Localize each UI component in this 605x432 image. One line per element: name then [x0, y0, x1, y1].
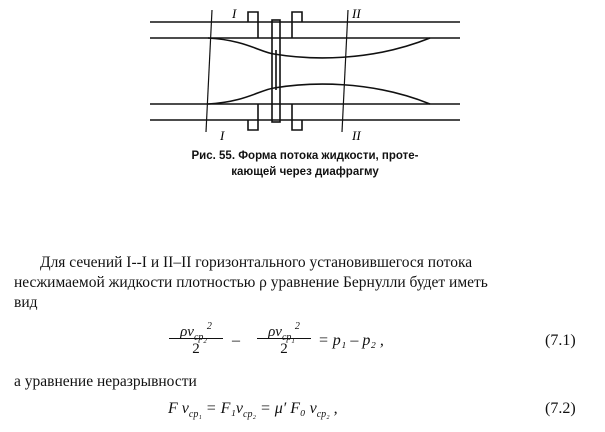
eq1-minus: – — [232, 332, 240, 349]
figure-caption-line2: кающей через диафрагму — [231, 166, 379, 178]
label-II-top: II — [351, 6, 361, 21]
eq1-fraction-2: ρvcp12 2 — [256, 316, 312, 359]
section-line-II — [341, 9, 349, 133]
left-flange-bottom — [247, 104, 259, 131]
fraction-bar-1 — [169, 338, 223, 339]
eq1-fraction-1: ρvcp22 2 — [168, 316, 224, 359]
fraction-bar-2 — [257, 338, 311, 339]
eq1-number: (7.1) — [545, 332, 576, 349]
streamline-top — [207, 37, 431, 59]
eq2-formula: F vcp₁ = F₁vcp₂ = μ′ F₀ vcp₂ , — [168, 400, 338, 420]
paragraph-line2: несжимаемой жидкости плотностью ρ уравне… — [14, 274, 488, 291]
eq1-rhs: = p₁ – p₂ , — [318, 332, 384, 349]
right-flange-top — [291, 11, 303, 38]
streamline-bottom — [207, 83, 431, 105]
paragraph-line3: вид — [14, 294, 38, 311]
left-flange-top — [247, 11, 259, 38]
eq2-number: (7.2) — [545, 400, 576, 417]
continuity-text: а уравнение неразрывности — [14, 373, 197, 390]
label-I-bottom: I — [219, 128, 225, 143]
diaphragm-plate — [271, 19, 281, 123]
paragraph-line1: Для сечений I--I и II–II горизонтального… — [40, 254, 473, 271]
figure-caption-line1: Рис. 55. Форма потока жидкости, проте- — [191, 150, 419, 162]
label-II-bottom: II — [351, 128, 361, 143]
label-I-top: I — [231, 6, 237, 21]
right-flange-bottom — [291, 104, 303, 131]
diaphragm-flow-figure: I II I II — [150, 6, 460, 143]
section-line-I — [205, 9, 213, 133]
